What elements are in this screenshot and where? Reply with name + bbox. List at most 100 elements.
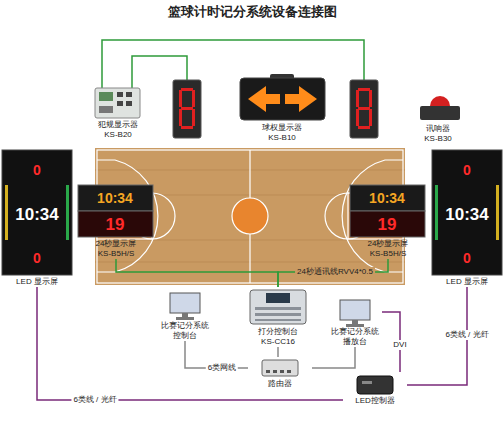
device-node: LED控制器: [343, 372, 407, 406]
led-screen: [2, 150, 502, 275]
green-wire: [132, 56, 187, 88]
device-label: LED控制器: [343, 396, 407, 406]
cable-label: 24秒通讯线RVV4*0.5: [295, 267, 375, 277]
scoring-console: [255, 313, 301, 316]
foul-display-device: [99, 92, 113, 101]
basketball-court: [95, 170, 405, 171]
ball-possession-display: [248, 86, 280, 112]
possession-indicator: [369, 90, 372, 107]
cable-label: 6类网线: [206, 363, 238, 373]
foul-display-device: [117, 101, 123, 106]
possession-indicator: [350, 80, 378, 138]
clock-digits: 10:34: [445, 206, 488, 223]
device-node: 打分控制台KS-CC16: [241, 287, 315, 347]
scoring-console: [255, 319, 301, 321]
shot-clock-digits: 19: [378, 216, 397, 233]
green-wire: [102, 40, 364, 88]
cable-line: [278, 259, 388, 287]
basketball-court: [325, 193, 371, 239]
device-label: KS-B20: [90, 130, 146, 140]
possession-indicator: [369, 109, 372, 126]
cable-label: 6类线 / 光纤: [443, 330, 490, 340]
ball-possession-display: [240, 74, 325, 120]
led-screen: [66, 185, 69, 240]
cable-line: [37, 287, 343, 400]
possession-indicator: [173, 80, 201, 138]
basketball-court: [129, 193, 175, 239]
possession-indicator: [179, 109, 182, 126]
led-screen: [496, 185, 499, 240]
led-screen: [2, 150, 72, 275]
possession-indicator: [356, 90, 359, 107]
shot-clock-display: [78, 211, 153, 237]
device-label: KS-B5H/S: [345, 249, 431, 259]
score-digit: 0: [33, 163, 41, 177]
scoring-console: [250, 290, 306, 324]
router-device: [262, 360, 298, 376]
possession-indicator: [358, 126, 370, 129]
cable-line: [312, 347, 355, 368]
device-label: KS-B30: [406, 134, 470, 144]
ball-possession-display: [240, 78, 325, 120]
led-controller-device: [362, 381, 372, 384]
led-controller-device: [357, 376, 393, 394]
device-label: 24秒显示屏: [345, 239, 431, 249]
possession-indicator: [181, 107, 193, 110]
foul-display-device: [95, 88, 140, 118]
scoring-console: [266, 293, 290, 303]
clock-digits: 10:34: [15, 206, 58, 223]
possession-indicator: [179, 90, 182, 107]
router-device: [266, 370, 270, 373]
scoring-console: [250, 290, 306, 324]
ball-possession-display: [270, 74, 294, 80]
device-label: 讯响器: [406, 124, 470, 134]
possession-indicator: [192, 109, 195, 126]
device-node: 路由器: [248, 357, 312, 389]
shot-clock-display: [78, 185, 153, 211]
foul-display-device: [95, 88, 140, 118]
possession-indicator: [358, 88, 370, 91]
device-label: KS-B10: [230, 133, 334, 143]
basketball-court: [95, 240, 405, 241]
foul-display-device: [99, 106, 113, 113]
buzzer-device: [430, 96, 450, 106]
clock-digits: 10:34: [97, 191, 133, 205]
possession-indicator: [181, 88, 193, 91]
router-device: [287, 370, 291, 373]
scoring-console: [255, 307, 301, 310]
possession-indicator: [181, 126, 193, 129]
shot-clock-digits: 19: [106, 216, 125, 233]
device-label: 路由器: [248, 379, 312, 389]
device-node: 比赛记分系统播放台: [328, 297, 382, 347]
green-wire: [102, 40, 364, 88]
basketball-court: [95, 148, 405, 285]
router-device: [262, 360, 298, 376]
basketball-court: [95, 195, 405, 196]
led-screen: [432, 150, 502, 275]
basketball-court: [97, 150, 403, 283]
led-controller-device: [357, 376, 393, 394]
device-node: 讯响器KS-B30: [406, 88, 470, 144]
computer-monitor: [182, 313, 188, 317]
computer-monitor: [346, 324, 364, 327]
cable-label: DVI: [391, 340, 408, 350]
possession-indicator: [356, 109, 359, 126]
score-digit: 0: [33, 251, 41, 265]
basketball-court: [249, 150, 250, 283]
computer-monitor: [170, 293, 200, 313]
device-label: 犯规显示器: [90, 120, 146, 130]
foul-display-device: [126, 101, 132, 106]
buzzer-device: [420, 106, 460, 120]
router-device: [280, 370, 284, 373]
basketball-court: [232, 198, 268, 234]
device-label: 打分控制台: [241, 327, 315, 337]
device-label: LED 显示屏: [430, 277, 504, 287]
possession-indicator: [358, 107, 370, 110]
router-device: [273, 370, 277, 373]
led-screen: [5, 185, 8, 240]
shot-clock-display: [78, 185, 425, 237]
foul-display-device: [117, 92, 123, 97]
device-label: LED 显示屏: [0, 277, 74, 287]
